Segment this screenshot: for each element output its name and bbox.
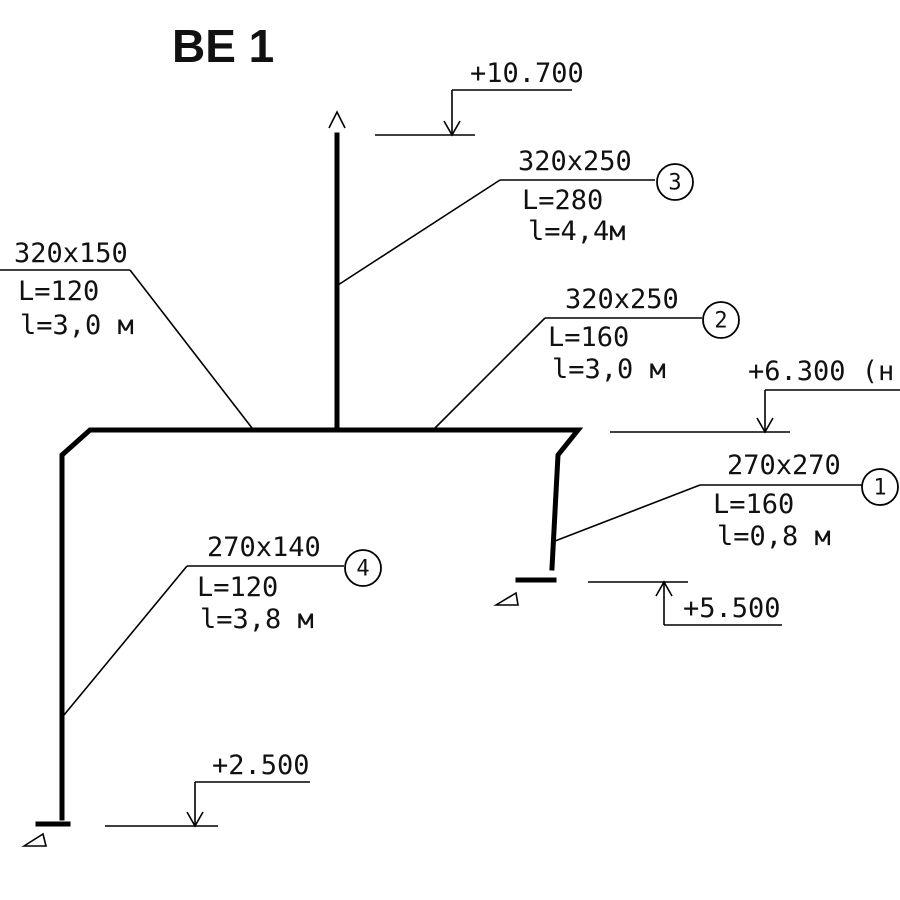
riser-arrow-icon [328,110,346,129]
elevation-mid-label: +6.300 (н [748,356,894,387]
duct-network [35,132,584,827]
section-4-size: 270x140 [207,532,321,563]
elevation-top: +10.700 [375,58,584,137]
section-2-flow: L=160 [548,322,629,353]
section-2-length: l=3,0 м [552,354,666,385]
section-4-marker [344,549,382,587]
section-4-number: 4 [356,557,369,582]
section-3-flow: L=280 [522,185,603,216]
scheme-title: BE 1 [172,20,274,72]
section-1-callout: 270x270 L=160 l=0,8 м 1 [554,450,899,552]
elevation-top-label: +10.700 [470,58,584,89]
elevation-mid: +6.300 (н [610,356,900,434]
section-1-length: l=0,8 м [717,521,831,552]
section-2-callout: 320x250 L=160 l=3,0 м 2 [434,284,740,429]
section-3-marker [656,163,694,201]
branch-size: 320x150 [14,238,128,269]
left-outlet-triangle-icon [21,832,48,847]
elevation-right-outlet: +5.500 [588,580,782,626]
section-4-callout: 270x140 L=120 l=3,8 м 4 [63,532,382,716]
branch-flow: L=120 [18,276,99,307]
section-1-flow: L=160 [713,489,794,520]
section-1-size: 270x270 [727,450,841,481]
section-3-size: 320x250 [518,146,632,177]
elevation-right-outlet-label: +5.500 [683,593,781,624]
section-1-marker [861,468,899,506]
section-4-length: l=3,8 м [200,604,314,635]
branch-callout: 320x150 L=120 l=3,0 м [0,238,253,429]
section-4-flow: L=120 [197,572,278,603]
section-2-number: 2 [714,309,727,334]
section-3-number: 3 [668,171,681,196]
elevation-left-outlet-label: +2.500 [212,750,310,781]
horizontal-duct [59,427,584,821]
section-3-length: l=4,4м [528,216,626,247]
section-2-size: 320x250 [565,284,679,315]
right-outlet-triangle-icon [493,591,519,606]
branch-length: l=3,0 м [20,310,134,341]
section-1-number: 1 [873,476,886,501]
section-3-callout: 320x250 L=280 l=4,4м 3 [337,146,694,286]
elevation-left-outlet: +2.500 [105,750,310,828]
section-2-marker [702,301,740,339]
